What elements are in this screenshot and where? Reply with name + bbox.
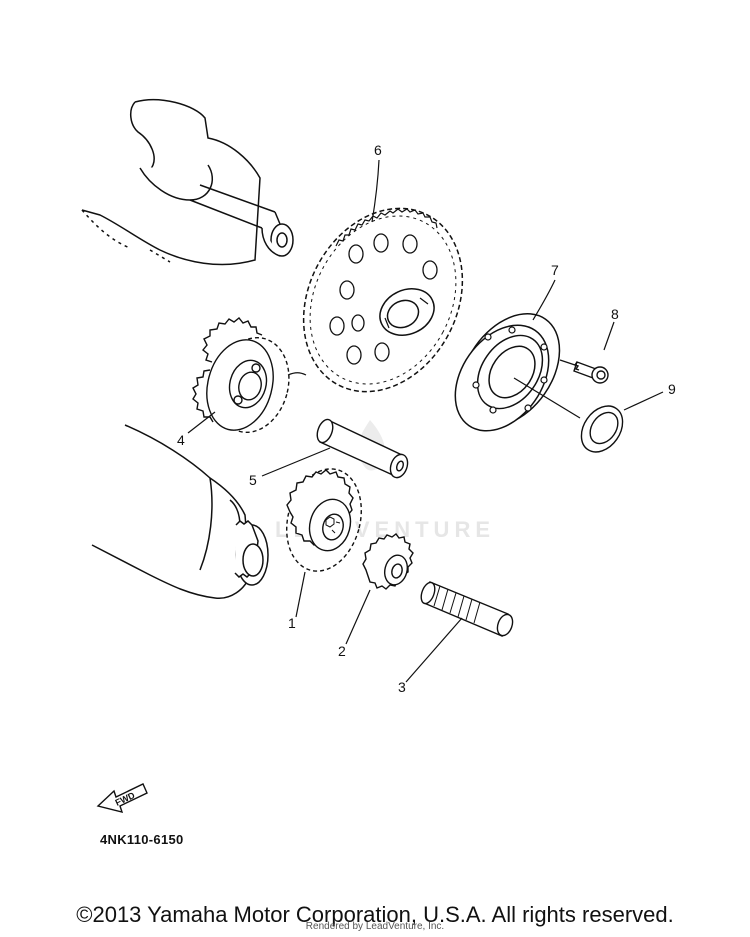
large-gear-part-6 xyxy=(302,207,464,393)
gear-part-1 xyxy=(286,468,362,572)
part-number-2: 2 xyxy=(338,643,346,659)
part-number-3: 3 xyxy=(398,679,406,695)
crankshaft xyxy=(81,98,294,266)
part-number-9: 9 xyxy=(668,381,676,397)
copyright-text: ©2013 Yamaha Motor Corporation, U.S.A. A… xyxy=(76,902,674,927)
starter-clutch-part-7 xyxy=(454,313,561,432)
part-number-labels: 6 7 8 9 4 5 1 2 3 xyxy=(177,142,676,695)
part-number-8: 8 xyxy=(611,306,619,322)
diagram-code: 4NK110-6150 xyxy=(100,832,184,847)
part-number-1: 1 xyxy=(288,615,296,631)
bolt-part-8 xyxy=(573,361,609,384)
part-number-5: 5 xyxy=(249,472,257,488)
part-number-7: 7 xyxy=(551,262,559,278)
leader-lines xyxy=(187,159,664,683)
part-number-4: 4 xyxy=(177,432,185,448)
part-number-6: 6 xyxy=(374,142,382,158)
balancer-shaft xyxy=(91,424,269,599)
washer-part-9 xyxy=(580,405,624,453)
shaft-pin-part-5 xyxy=(316,418,409,479)
splined-shaft-part-3 xyxy=(420,581,514,637)
rendered-by-text: Rendered by LeadVenture, Inc. xyxy=(305,921,445,932)
gear-part-2 xyxy=(362,533,414,590)
gear-part-4 xyxy=(192,317,307,433)
fwd-arrow-icon: FWD xyxy=(96,783,148,813)
